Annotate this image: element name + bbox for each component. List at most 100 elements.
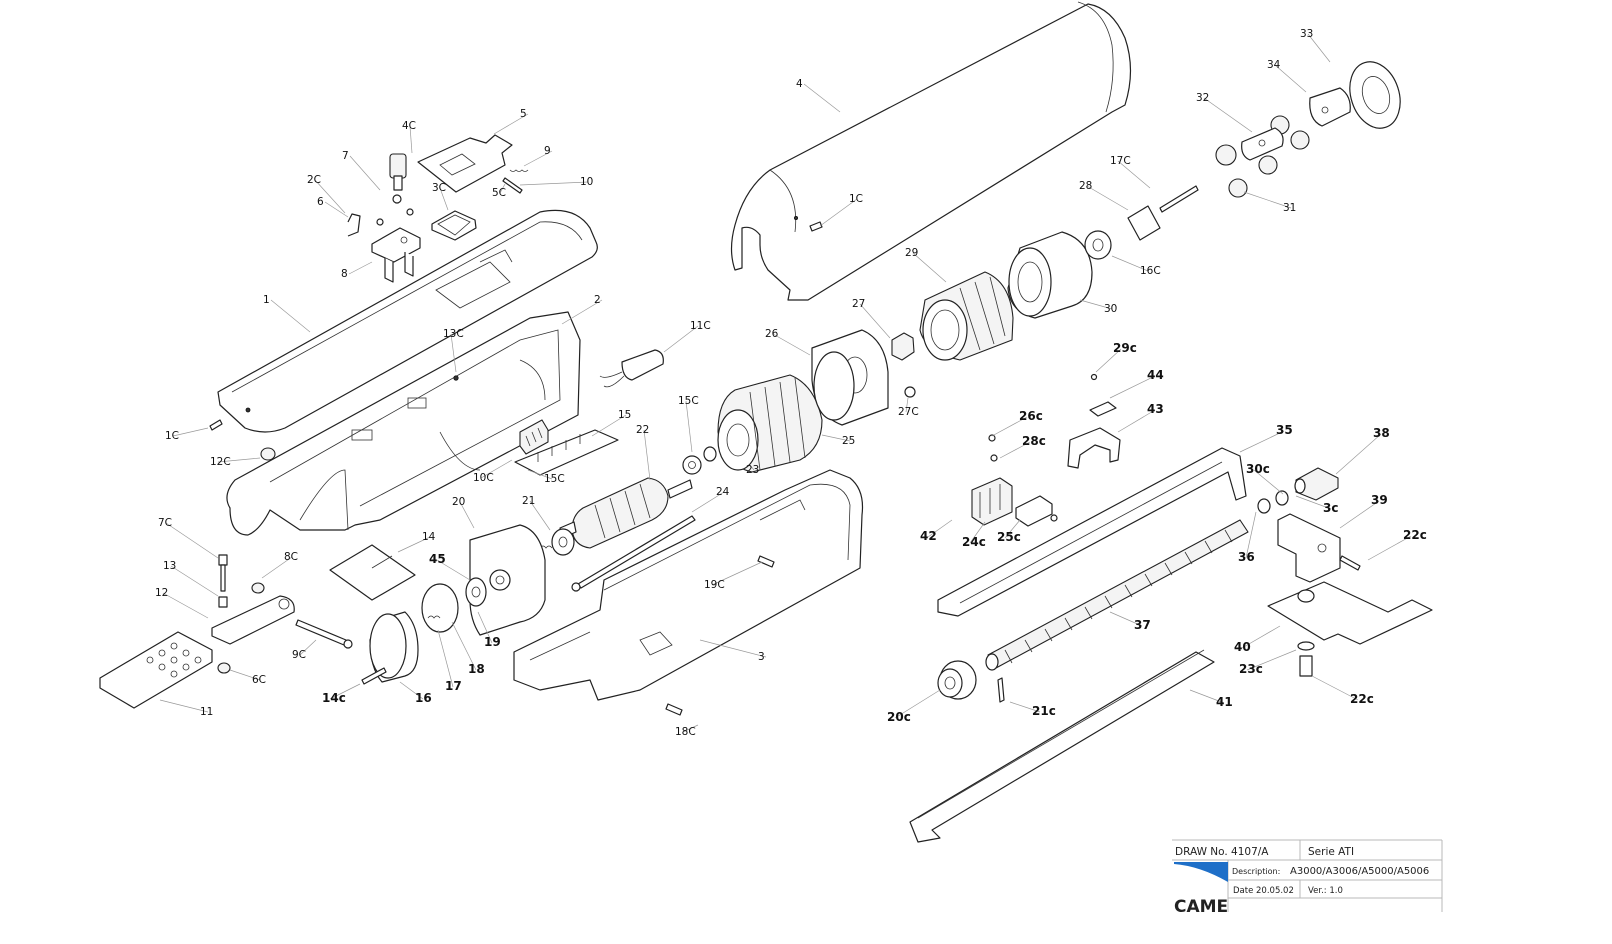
part-21c-pin	[997, 677, 1005, 703]
part-callout-label: 41	[1216, 695, 1233, 709]
part-callout-label: 22	[636, 424, 649, 436]
part-9c-bolt	[295, 619, 347, 646]
leader-line	[1241, 625, 1281, 649]
title-block: DRAW No. 4107/A Serie ATI Description: A…	[1172, 839, 1443, 917]
part-callout-label: 4C	[402, 120, 416, 132]
leader-line	[1311, 675, 1359, 701]
leader-line	[1109, 375, 1156, 399]
part-callout-label: 1C	[849, 193, 863, 205]
drawing-date: Date 20.05.02	[1233, 886, 1294, 896]
part-callout-label: 15C	[678, 395, 699, 407]
part-callout-label: 20c	[887, 710, 911, 724]
part-callout-label: 3C	[432, 182, 446, 194]
part-callout-label: 43	[1147, 402, 1164, 416]
leader-line	[819, 198, 858, 227]
leader-line	[691, 491, 725, 513]
leader-line	[749, 464, 755, 471]
leader-line	[927, 519, 953, 538]
part-callout-label: 39	[1371, 493, 1388, 507]
part-16c-bearing	[1084, 230, 1112, 260]
leader-line	[1009, 701, 1041, 713]
leader-line	[529, 500, 551, 531]
part-23-stator	[717, 374, 823, 473]
part-12-release-lever	[211, 595, 295, 645]
part-callout-label: 8	[341, 268, 348, 280]
leader-line	[643, 429, 651, 481]
leader-line	[159, 699, 209, 713]
leader-line	[1079, 299, 1113, 310]
leader-line	[991, 416, 1028, 437]
leader-line	[1203, 97, 1253, 133]
part-34-hub	[1309, 87, 1351, 127]
leader-line	[299, 639, 317, 656]
part-7c-screw	[218, 554, 228, 608]
part-callout-label: 9	[544, 145, 551, 157]
screw-22c-side	[1339, 555, 1361, 571]
leader-line	[172, 427, 209, 437]
part-callout-label: 29c	[1113, 341, 1137, 355]
part-callout-label: 5	[520, 108, 527, 120]
leader-line	[477, 611, 493, 644]
part-callout-label: 29	[905, 247, 918, 259]
came-logo-text: CAME	[1174, 897, 1228, 917]
leader-line	[1095, 348, 1122, 373]
part-callout-label: 13	[163, 560, 176, 572]
leader-line	[348, 261, 373, 275]
part-callout-label: 15C	[544, 473, 565, 485]
part-callout-label: 38	[1373, 426, 1390, 440]
part-callout-label: 27	[852, 298, 865, 310]
part-callout-label: 37	[1134, 618, 1151, 632]
came-logo-mark	[1174, 862, 1228, 882]
part-4-cover	[730, 1, 1132, 301]
leader-line	[905, 397, 909, 413]
leader-line	[1109, 611, 1143, 627]
part-callout-label: 27C	[898, 406, 919, 418]
part-callout-label: 19	[484, 635, 501, 649]
part-14-board	[329, 544, 416, 601]
part-callout-label: 11C	[690, 320, 711, 332]
leader-line	[450, 333, 457, 373]
part-callout-label: 32	[1196, 92, 1209, 104]
part-callout-label: 12	[155, 587, 168, 599]
part-callout-label: 34	[1267, 59, 1281, 71]
part-43-bracket	[1067, 401, 1121, 469]
part-callout-label: 18	[468, 662, 485, 676]
series-name: Serie ATI	[1308, 846, 1354, 858]
leader-line	[451, 621, 477, 671]
part-callout-label: 40	[1234, 640, 1251, 654]
part-38-clamp	[1295, 467, 1339, 501]
part-3c-gasket	[431, 210, 477, 241]
leader-line	[527, 469, 553, 480]
part-callout-label: 1	[263, 294, 270, 306]
leader-line	[999, 441, 1031, 459]
leader-line	[459, 501, 475, 529]
leader-line	[803, 83, 841, 113]
part-16-motor-cap	[369, 611, 419, 683]
leader-line	[663, 325, 699, 353]
leader-line	[561, 299, 603, 325]
leader-line	[349, 155, 381, 191]
leader-line	[859, 303, 891, 339]
part-11-keypad	[99, 631, 213, 709]
screw-22c-bottom	[1299, 655, 1313, 677]
part-callout-label: 30c	[1246, 462, 1270, 476]
part-callout-label: 13C	[443, 328, 464, 340]
leader-line	[324, 201, 349, 218]
leader-line	[894, 689, 941, 719]
part-7-key	[389, 153, 414, 216]
part-35-limit-rail	[937, 447, 1247, 617]
leader-line	[699, 639, 767, 658]
part-callout-label: 26	[765, 328, 779, 340]
part-callout-label: 10	[580, 176, 593, 188]
part-callout-label: 25	[842, 435, 855, 447]
part-callout-label: 19C	[704, 579, 725, 591]
part-callout-label: 24	[716, 486, 730, 498]
part-callout-label: 9C	[292, 649, 306, 661]
leader-line	[170, 565, 219, 597]
part-callout-label: 21c	[1032, 704, 1056, 718]
part-callout-label: 24c	[962, 535, 986, 549]
part-callout-label: 12C	[210, 456, 231, 468]
screw-14c	[361, 667, 387, 685]
leader-line	[437, 629, 454, 688]
